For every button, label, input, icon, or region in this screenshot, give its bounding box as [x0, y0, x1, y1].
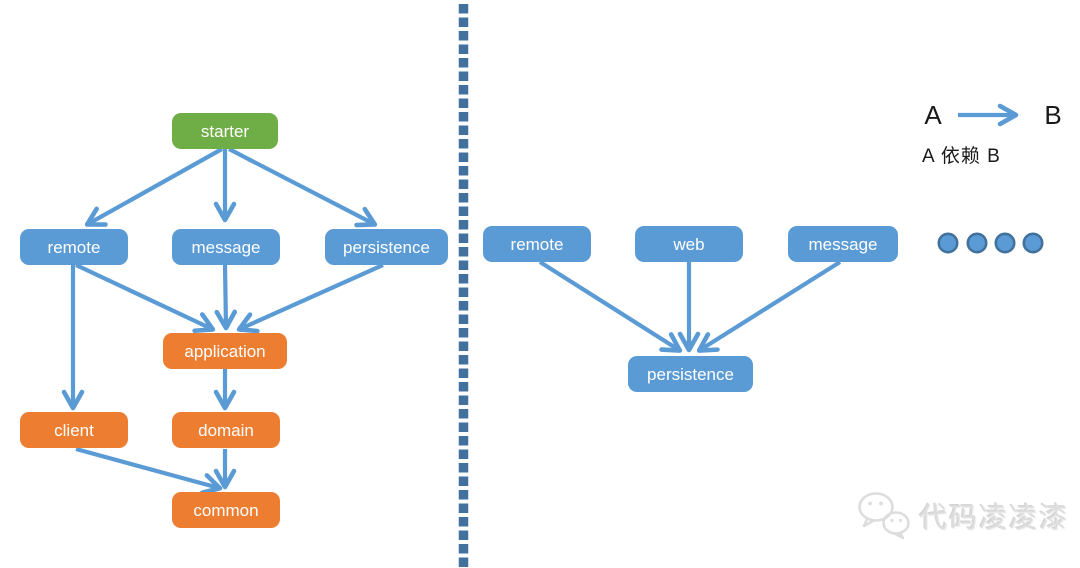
edge-message-persistence [696, 260, 842, 353]
edge-remote-persistence [538, 260, 683, 353]
node-remote-left: remote [20, 229, 128, 265]
edge-client-common [75, 446, 223, 496]
node-remote-right: remote [483, 226, 591, 262]
ellipsis-dot-4 [1022, 232, 1044, 254]
edge-starter-persistence [228, 147, 378, 228]
node-client: client [20, 412, 128, 448]
node-persistence-right: persistence [628, 356, 753, 392]
edge-remote-application [75, 263, 216, 334]
node-web-right: web [635, 226, 743, 262]
ellipsis-dots [937, 232, 1044, 254]
edge-persistence-application [236, 263, 384, 334]
legend-b-label: B [1044, 100, 1062, 130]
wechat-logo-icon [858, 492, 910, 540]
ellipsis-dot-1 [937, 232, 959, 254]
watermark: 代码凌凌漆 [855, 490, 1069, 542]
legend-a-label: A [924, 100, 942, 130]
node-message-right: message [788, 226, 898, 262]
node-message-left: message [172, 229, 280, 265]
node-common: common [172, 492, 280, 528]
ellipsis-dot-3 [994, 232, 1016, 254]
legend-caption: A 依赖 B [922, 146, 1001, 167]
node-starter: starter [172, 113, 278, 149]
node-persistence-left: persistence [325, 229, 448, 265]
edge-starter-remote [84, 147, 224, 227]
dependency-arrows-left [61, 147, 384, 496]
edge-message-application [214, 264, 238, 331]
dependency-arrows-right [538, 260, 842, 353]
watermark-text: 代码凌凌漆 [919, 502, 1070, 533]
ellipsis-dot-2 [966, 232, 988, 254]
node-domain: domain [172, 412, 280, 448]
node-application: application [163, 333, 287, 369]
